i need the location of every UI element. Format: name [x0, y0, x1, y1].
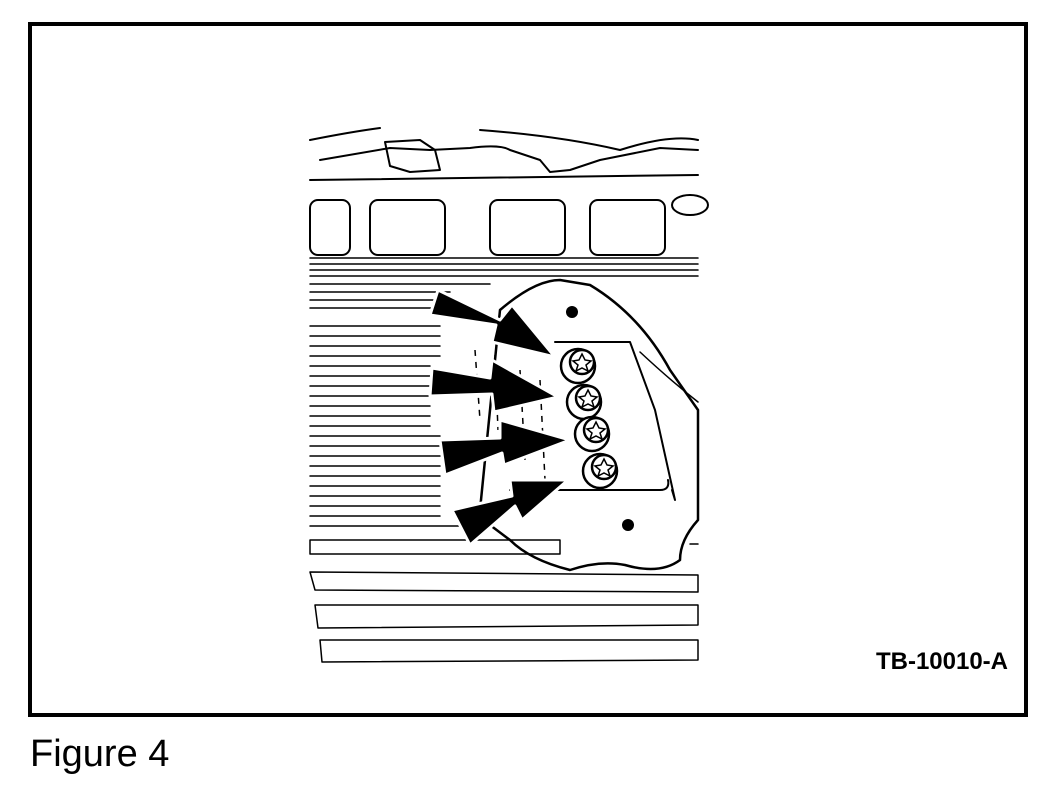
arrow-1	[428, 288, 557, 359]
cooling-fins	[309, 257, 699, 663]
torx-bolt-3	[573, 415, 611, 453]
top-contour	[309, 127, 381, 141]
locating-hole-upper	[566, 306, 578, 318]
cover-plate	[478, 278, 700, 572]
intake-runners	[309, 194, 709, 256]
torx-bolt-1	[559, 347, 597, 385]
figure-reference-code: TB-10010-A	[875, 648, 1008, 675]
engine-block-illustration	[309, 127, 709, 663]
torx-bolt-4	[581, 452, 619, 490]
hose-connector	[384, 139, 441, 173]
arrow-3	[438, 418, 572, 477]
arrow-2	[428, 358, 560, 414]
pointer-arrows	[428, 288, 572, 547]
arrow-4	[450, 478, 570, 547]
locating-hole-lower	[622, 519, 634, 531]
figure-frame	[28, 22, 1028, 717]
torx-bolts	[559, 347, 619, 490]
hose	[319, 145, 699, 173]
figure-caption: Figure 4	[30, 733, 170, 775]
torx-bolt-2	[565, 383, 603, 421]
